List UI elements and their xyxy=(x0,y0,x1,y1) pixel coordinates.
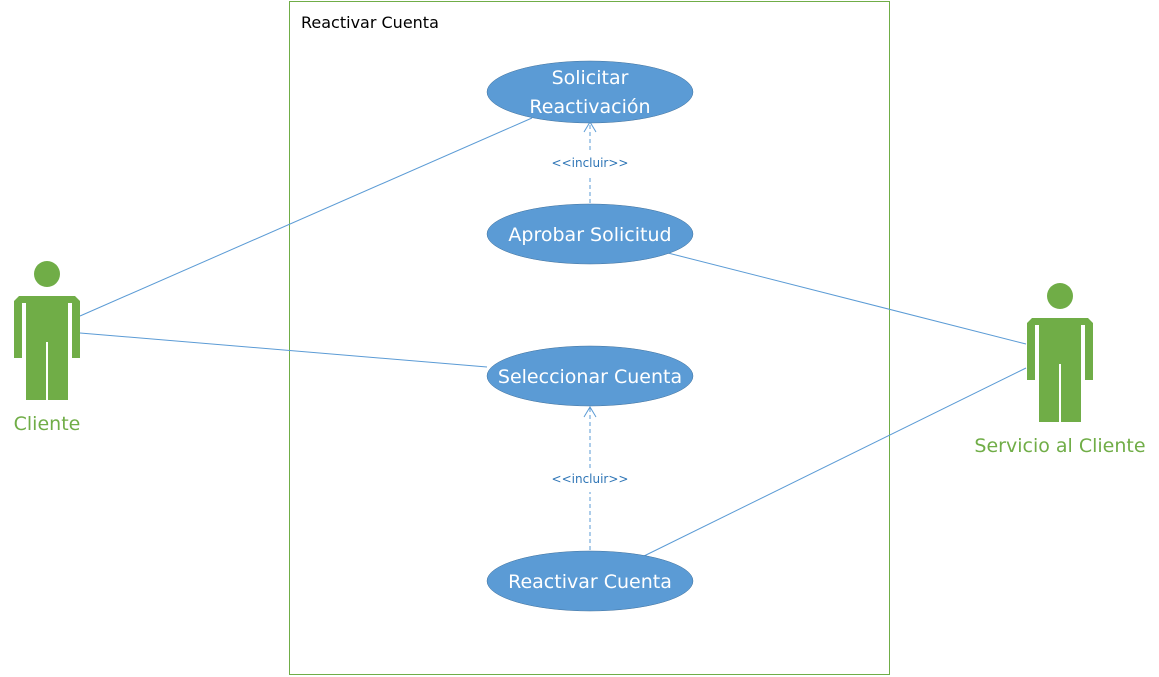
use-case-reactivar-cuenta[interactable]: Reactivar Cuenta xyxy=(486,550,694,612)
actor-label-servicio: Servicio al Cliente xyxy=(974,435,1145,457)
actor-person-icon xyxy=(1027,283,1093,422)
include-label-bottom: <<incluir>> xyxy=(552,472,629,486)
associations xyxy=(79,117,1027,557)
association-servicio-aprobar xyxy=(667,252,1027,345)
actor-cliente[interactable]: Cliente xyxy=(14,261,81,435)
association-cliente-solicitar xyxy=(79,117,533,317)
use-case-aprobar-solicitud[interactable]: Aprobar Solicitud xyxy=(486,203,694,265)
use-case-label: Aprobar Solicitud xyxy=(508,224,671,246)
include-label-top: <<incluir>> xyxy=(552,156,629,170)
actor-label-cliente: Cliente xyxy=(14,413,81,435)
association-servicio-reactivar xyxy=(643,367,1027,557)
use-case-label: Reactivación xyxy=(529,96,650,118)
system-title: Reactivar Cuenta xyxy=(301,13,439,32)
include-relation-bottom: <<incluir>> xyxy=(552,406,629,550)
actor-servicio-al-cliente[interactable]: Servicio al Cliente xyxy=(974,283,1146,457)
actor-person-icon xyxy=(14,261,80,400)
include-arrowhead-bottom xyxy=(583,406,597,418)
use-case-label: Seleccionar Cuenta xyxy=(498,366,682,388)
use-case-label: Solicitar xyxy=(552,67,629,89)
association-cliente-seleccionar xyxy=(79,332,488,368)
use-case-solicitar-reactivacion[interactable]: Solicitar Reactivación xyxy=(486,60,694,124)
use-case-label: Reactivar Cuenta xyxy=(508,571,672,593)
use-case-seleccionar-cuenta[interactable]: Seleccionar Cuenta xyxy=(486,345,694,407)
